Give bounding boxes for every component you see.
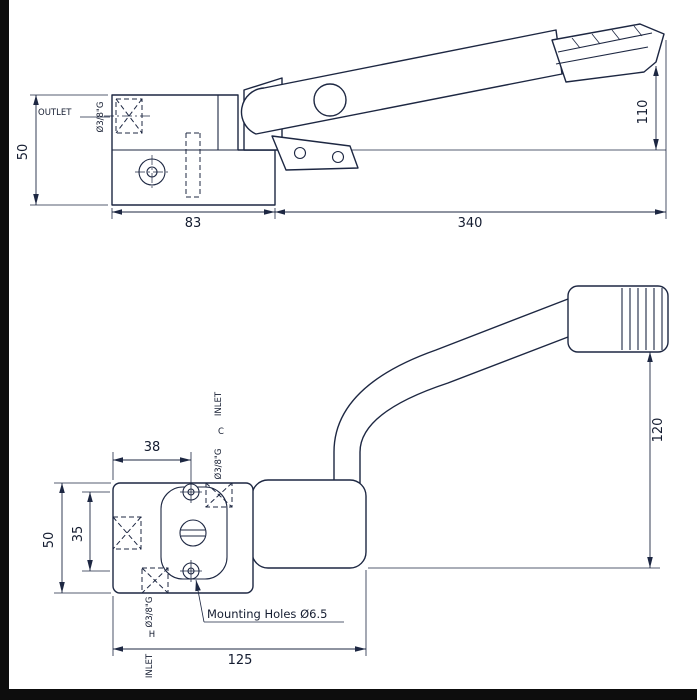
tube-outer-line [333,298,569,486]
cold-port-cross-2 [205,482,233,508]
link-hole-left [293,146,307,160]
side-port-cross-1 [112,516,142,550]
cold-thread-label: Ø3/8"G [213,449,224,480]
frame-bottom [0,689,697,700]
mounting-note-leader [195,579,205,623]
side-view: 50 OUTLET Ø3/8"G 110 83 340 [16,23,667,231]
link-hole-right [331,150,345,164]
dim-120-label: 120 [651,418,666,443]
dim-50-label: 50 [16,144,31,161]
dim-38-label: 38 [144,440,161,455]
dim-35-label: 35 [71,526,86,543]
lever-arm [240,29,563,135]
frame-left [0,0,9,700]
hot-thread-label: Ø3/8"G [144,597,155,628]
outlet-label: OUTLET [38,108,72,118]
cold-port-hidden [205,482,233,508]
cold-tap-letter: C [218,427,224,437]
plan-view: 38 INLET C Ø3/8"G 50 35 125 120 Ø3/8"G H… [42,285,669,678]
side-port-hidden [112,516,142,550]
dim-340-label: 340 [458,216,483,231]
outlet-port-cross-2 [115,98,143,134]
pedal-hatch [571,25,643,49]
hot-inlet-label: INLET [145,653,155,678]
screw-head [179,519,207,547]
dim-50p-label: 50 [42,532,57,549]
pedal-grip-lines [621,288,663,350]
outlet-thread-label: Ø3/8"G [95,102,106,133]
pedal-plan [567,285,669,353]
cold-inlet-label: INLET [214,391,224,416]
pivot-circle [313,83,347,117]
pedal-tread-line-2 [555,46,649,65]
tube-bracket [251,479,367,569]
outlet-port-cross-1 [115,98,143,134]
mounting-holes-note: Mounting Holes Ø6.5 [207,607,327,621]
hot-port-hidden [141,567,169,594]
dim-110-label: 110 [636,100,651,125]
pedal-tread-line-1 [557,32,653,53]
hot-port-cross-2 [141,567,169,594]
tube-inner-line [359,336,569,486]
link-plate [271,135,359,171]
pedal-side [551,23,665,83]
hot-tap-letter: H [149,630,155,640]
dim-83-label: 83 [185,216,202,231]
dim-125-label: 125 [228,653,253,668]
side-port-cross-2 [112,516,142,550]
